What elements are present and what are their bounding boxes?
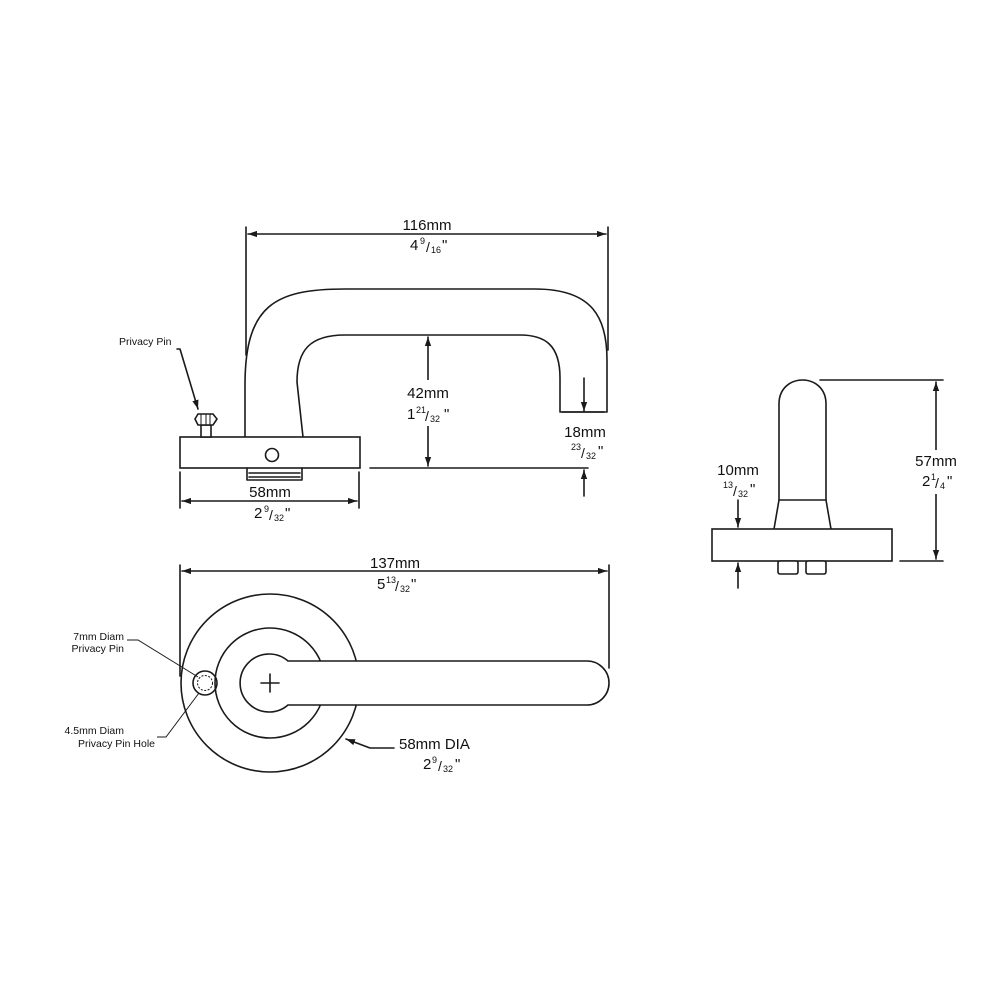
svg-text:": " (750, 481, 755, 498)
svg-text:1: 1 (407, 406, 415, 423)
dim-42-mm: 42mm (407, 385, 449, 402)
svg-text:4: 4 (940, 481, 945, 491)
svg-text:16: 16 (431, 245, 441, 255)
lever-handle-outline (244, 288, 608, 438)
pin-hole-label-2: Privacy Pin Hole (78, 738, 155, 750)
dim-10-mm: 10mm (717, 462, 759, 479)
svg-text:2: 2 (423, 756, 431, 773)
svg-text:5: 5 (377, 576, 385, 593)
svg-text:": " (444, 406, 449, 423)
svg-text:13: 13 (386, 575, 396, 585)
svg-text:/: / (395, 578, 399, 594)
rose-base (179, 436, 361, 469)
end-view-rose (711, 528, 893, 562)
privacy-pin-top (192, 670, 218, 696)
privacy-pin-leader (176, 348, 199, 410)
svg-text:23: 23 (571, 442, 581, 452)
svg-text:4: 4 (410, 237, 418, 254)
svg-text:1: 1 (931, 472, 936, 482)
privacy-pin-label: Privacy Pin (119, 336, 172, 348)
svg-text:/: / (438, 758, 442, 774)
svg-text:21: 21 (416, 405, 426, 415)
pin-hole-leader (157, 692, 200, 738)
privacy-pin-hole (197, 675, 213, 691)
privacy-pin-side (194, 413, 218, 438)
pin-diam-label-1: 7mm Diam (73, 631, 124, 643)
svg-text:32: 32 (400, 584, 410, 594)
svg-text:": " (947, 473, 952, 490)
dim-58-dia-leader (345, 738, 395, 749)
dim-18-inch: 23 / 32 " (571, 442, 603, 461)
dim-42-inch: 1 21 / 32 " (407, 405, 449, 424)
end-view: 57mm 2 1 / 4 " 10mm 13 / 32 " (711, 379, 964, 589)
svg-text:": " (455, 756, 460, 773)
svg-text:/: / (425, 408, 429, 424)
dim-10-inch: 13 / 32 " (723, 480, 755, 499)
svg-text:32: 32 (430, 414, 440, 424)
pin-diam-label-2: Privacy Pin (71, 643, 124, 655)
pin-hole-label-1: 4.5mm Diam (64, 725, 124, 737)
end-view-screw-left (777, 560, 799, 575)
svg-text:9: 9 (420, 236, 425, 246)
lever-top-outline (239, 653, 610, 713)
svg-text:32: 32 (586, 451, 596, 461)
svg-text:/: / (426, 239, 430, 255)
svg-text:/: / (269, 507, 273, 523)
svg-text:/: / (733, 483, 737, 499)
svg-text:": " (411, 576, 416, 593)
svg-text:2: 2 (254, 505, 262, 522)
svg-text:32: 32 (443, 764, 453, 774)
svg-text:32: 32 (738, 489, 748, 499)
svg-text:": " (442, 237, 447, 254)
dim-137-mm: 137mm (370, 555, 420, 572)
svg-text:": " (285, 505, 290, 522)
svg-text:9: 9 (432, 755, 437, 765)
dim-57-mm: 57mm (915, 453, 957, 470)
svg-text:/: / (581, 445, 585, 461)
dim-58-dia-mm: 58mm DIA (399, 736, 470, 753)
top-view: 7mm Diam Privacy Pin 4.5mm Diam Privacy … (64, 555, 610, 774)
dim-57-inch: 2 1 / 4 " (922, 472, 952, 491)
dim-58-side-inch: 2 9 / 32 " (254, 504, 290, 523)
dim-58-dia-inch: 2 9 / 32 " (423, 755, 460, 774)
side-view: Privacy Pin 116mm 4 9 / 16 " 42mm 1 21 /… (119, 217, 609, 523)
svg-text:9: 9 (264, 504, 269, 514)
svg-text:13: 13 (723, 480, 733, 490)
pin-diam-leader (127, 639, 199, 678)
svg-text:/: / (935, 475, 939, 491)
svg-text:": " (598, 443, 603, 460)
end-view-screw-right (805, 560, 827, 575)
spindle-block (246, 467, 303, 481)
dim-116-mm: 116mm (403, 217, 452, 234)
svg-text:2: 2 (922, 473, 930, 490)
dim-58-side-mm: 58mm (249, 484, 291, 501)
dim-18-mm: 18mm (564, 424, 606, 441)
screw-hole (264, 447, 280, 463)
center-cross (260, 673, 280, 693)
dim-116-inch: 4 9 / 16 " (410, 236, 447, 255)
end-view-lever (778, 379, 827, 501)
svg-text:32: 32 (274, 513, 284, 523)
dim-137-inch: 5 13 / 32 " (377, 575, 416, 594)
